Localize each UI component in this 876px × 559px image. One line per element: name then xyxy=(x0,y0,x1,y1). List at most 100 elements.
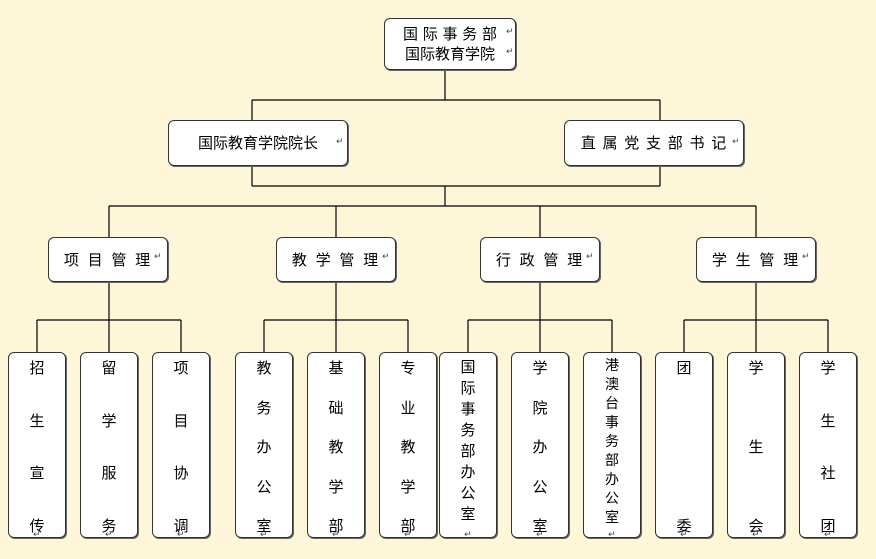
leaf-char: 业 xyxy=(400,398,416,417)
level2-mark-2: ↵ xyxy=(732,137,740,147)
root-mark-2: ↵ xyxy=(506,47,514,57)
leaf-char: 学 xyxy=(328,477,344,496)
leaf-text-3-3: 港澳台事务部办公室 xyxy=(584,357,640,533)
leaf-char: 事 xyxy=(605,415,619,431)
leaf-char: 办 xyxy=(256,438,272,456)
leaf-mark-2-2: ↵ xyxy=(332,530,340,540)
leaf-char: 招 xyxy=(29,359,45,377)
leaf-box-1-1: 招生宣传 xyxy=(8,352,66,538)
leaf-box-4-2: 学生会 xyxy=(727,352,785,538)
leaf-text-2-1: 教务办公室 xyxy=(236,357,292,541)
leaf-char: 学 xyxy=(400,477,416,496)
group-label-1: 项 目 管 理 xyxy=(63,250,153,269)
leaf-box-3-1: 国际事务部办公室 xyxy=(439,352,497,538)
leaf-char: 室 xyxy=(532,517,548,535)
leaf-mark-4-2: ↵ xyxy=(752,530,760,540)
leaf-char: 部 xyxy=(400,517,416,535)
leaf-char: 公 xyxy=(532,477,548,496)
leaf-text-1-3: 项目协调 xyxy=(153,357,209,541)
leaf-char: 部 xyxy=(460,442,476,460)
leaf-char: 社 xyxy=(820,464,836,483)
leaf-char: 办 xyxy=(605,472,619,488)
leaf-char: 室 xyxy=(605,510,619,526)
leaf-char: 室 xyxy=(460,505,476,523)
leaf-char: 会 xyxy=(748,517,764,535)
leaf-box-2-3: 专业教学部 xyxy=(379,352,437,538)
root-line-2: 国际教育学院 xyxy=(404,45,495,63)
leaf-char: 基 xyxy=(328,359,344,377)
leaf-char: 室 xyxy=(256,517,272,535)
group-label-2: 教 学 管 理 xyxy=(291,250,381,269)
leaf-text-3-2: 学院办公室 xyxy=(512,357,568,541)
leaf-box-3-2: 学院办公室 xyxy=(511,352,569,538)
leaf-mark-1-1: ↵ xyxy=(33,530,41,540)
leaf-char: 团 xyxy=(676,359,692,377)
level2-box-2: 直 属 党 支 部 书 记 xyxy=(564,120,744,166)
leaf-text-2-2: 基础教学部 xyxy=(308,357,364,541)
leaf-char: 教 xyxy=(328,438,344,456)
group-mark-1: ↵ xyxy=(154,252,162,262)
leaf-char: 委 xyxy=(676,517,692,535)
leaf-mark-3-3: ↵ xyxy=(608,530,616,540)
leaf-box-4-1: 团委 xyxy=(655,352,713,538)
leaf-char: 澳 xyxy=(605,377,619,393)
leaf-char: 学 xyxy=(820,359,836,377)
leaf-mark-2-3: ↵ xyxy=(404,530,412,540)
leaf-char: 项 xyxy=(173,359,189,377)
group-box-4: 学 生 管 理 xyxy=(696,237,816,282)
leaf-char: 教 xyxy=(400,438,416,456)
leaf-char: 生 xyxy=(820,411,836,430)
leaf-mark-2-1: ↵ xyxy=(260,530,268,540)
leaf-char: 础 xyxy=(328,398,344,417)
leaf-char: 院 xyxy=(532,398,548,417)
leaf-char: 传 xyxy=(29,516,45,535)
root-line-1: 国 际 事 务 部 xyxy=(402,25,498,43)
leaf-mark-4-3: ↵ xyxy=(824,530,832,540)
level2-mark-1: ↵ xyxy=(336,137,344,147)
root-mark-1: ↵ xyxy=(506,27,514,37)
leaf-box-3-3: 港澳台事务部办公室 xyxy=(583,352,641,538)
leaf-char: 宣 xyxy=(29,464,45,483)
leaf-char: 事 xyxy=(460,400,476,418)
leaf-char: 调 xyxy=(173,516,189,535)
leaf-mark-1-2: ↵ xyxy=(105,530,113,540)
leaf-text-2-3: 专业教学部 xyxy=(380,357,436,541)
leaf-char: 务 xyxy=(605,434,619,450)
leaf-char: 务 xyxy=(460,421,476,439)
leaf-char: 留 xyxy=(101,359,117,377)
leaf-char: 务 xyxy=(256,398,272,417)
leaf-char: 专 xyxy=(400,359,416,377)
group-box-2: 教 学 管 理 xyxy=(276,237,396,282)
leaf-char: 务 xyxy=(101,516,117,535)
leaf-char: 团 xyxy=(820,516,836,535)
group-box-1: 项 目 管 理 xyxy=(48,237,168,282)
leaf-char: 目 xyxy=(173,411,189,430)
level2-label-2: 直 属 党 支 部 书 记 xyxy=(580,134,728,152)
leaf-mark-1-3: ↵ xyxy=(177,530,185,540)
leaf-box-2-2: 基础教学部 xyxy=(307,352,365,538)
leaf-box-4-3: 学生社团 xyxy=(799,352,857,538)
leaf-char: 公 xyxy=(256,477,272,496)
leaf-mark-3-1: ↵ xyxy=(464,530,472,540)
leaf-mark-3-2: ↵ xyxy=(536,530,544,540)
leaf-text-4-3: 学生社团 xyxy=(800,357,856,541)
group-mark-3: ↵ xyxy=(586,252,594,262)
leaf-box-1-3: 项目协调 xyxy=(152,352,210,538)
root-box: 国 际 事 务 部国际教育学院 xyxy=(384,18,516,70)
group-label-3: 行 政 管 理 xyxy=(495,250,585,269)
leaf-char: 办 xyxy=(460,463,476,481)
leaf-char: 学 xyxy=(101,411,117,430)
leaf-box-1-2: 留学服务 xyxy=(80,352,138,538)
leaf-char: 办 xyxy=(532,438,548,456)
group-label-4: 学 生 管 理 xyxy=(711,250,801,269)
leaf-char: 际 xyxy=(460,379,476,397)
leaf-char: 公 xyxy=(460,484,476,502)
leaf-mark-4-1: ↵ xyxy=(680,530,688,540)
leaf-char: 教 xyxy=(256,359,272,377)
leaf-char: 国 xyxy=(460,358,476,376)
leaf-text-4-2: 学生会 xyxy=(728,357,784,541)
leaf-text-1-2: 留学服务 xyxy=(81,357,137,541)
leaf-char: 公 xyxy=(605,491,619,507)
group-mark-2: ↵ xyxy=(382,252,390,262)
